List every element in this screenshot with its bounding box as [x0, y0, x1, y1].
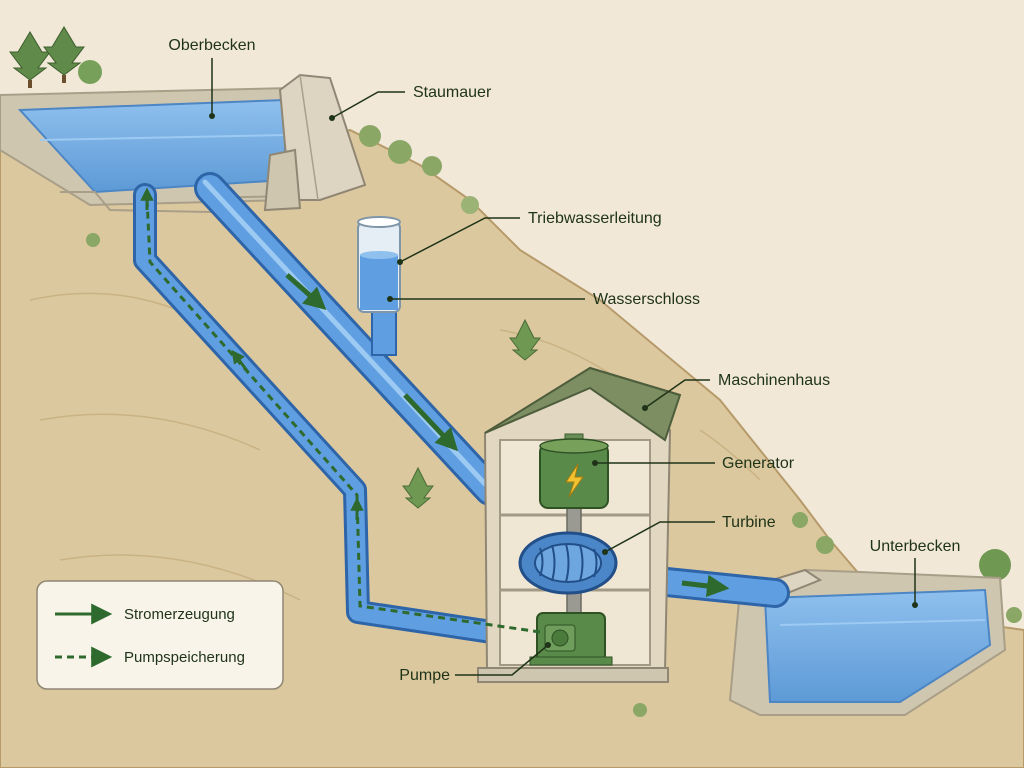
lightning-bolt-icon: [565, 463, 584, 498]
label-generator: Generator: [722, 455, 795, 472]
legend: Stromerzeugung Pumpspeicherung: [36, 580, 284, 690]
generation-flow-arrow: [403, 393, 459, 452]
dam: [263, 73, 367, 212]
leader-dots: [209, 113, 918, 648]
label-wasserschloss: Wasserschloss: [593, 291, 700, 308]
leader-lines: [211, 58, 916, 676]
surge-tank: [357, 216, 401, 356]
labels: Oberbecken Staumauer Triebwasserleitung …: [168, 37, 960, 684]
label-pumpe: Pumpe: [399, 667, 450, 684]
legend-label-stromerzeugung: Stromerzeugung: [124, 606, 235, 623]
power-station: [477, 366, 682, 683]
label-staumauer: Staumauer: [413, 84, 492, 101]
legend-label-pumpspeicherung: Pumpspeicherung: [124, 649, 245, 666]
label-unterbecken: Unterbecken: [870, 538, 961, 555]
generation-flow-arrow: [285, 273, 327, 310]
label-maschinenhaus: Maschinenhaus: [718, 372, 830, 389]
generation-flow-arrow: [681, 574, 730, 598]
label-turbine: Turbine: [722, 514, 776, 531]
pumping-flow-path: [145, 197, 541, 634]
pumping-flow-arrow: [231, 349, 250, 373]
label-oberbecken: Oberbecken: [168, 37, 255, 54]
flow-arrows: [140, 187, 730, 634]
label-triebwasserleitung: Triebwasserleitung: [528, 210, 662, 227]
lower-reservoir: [728, 568, 1007, 716]
